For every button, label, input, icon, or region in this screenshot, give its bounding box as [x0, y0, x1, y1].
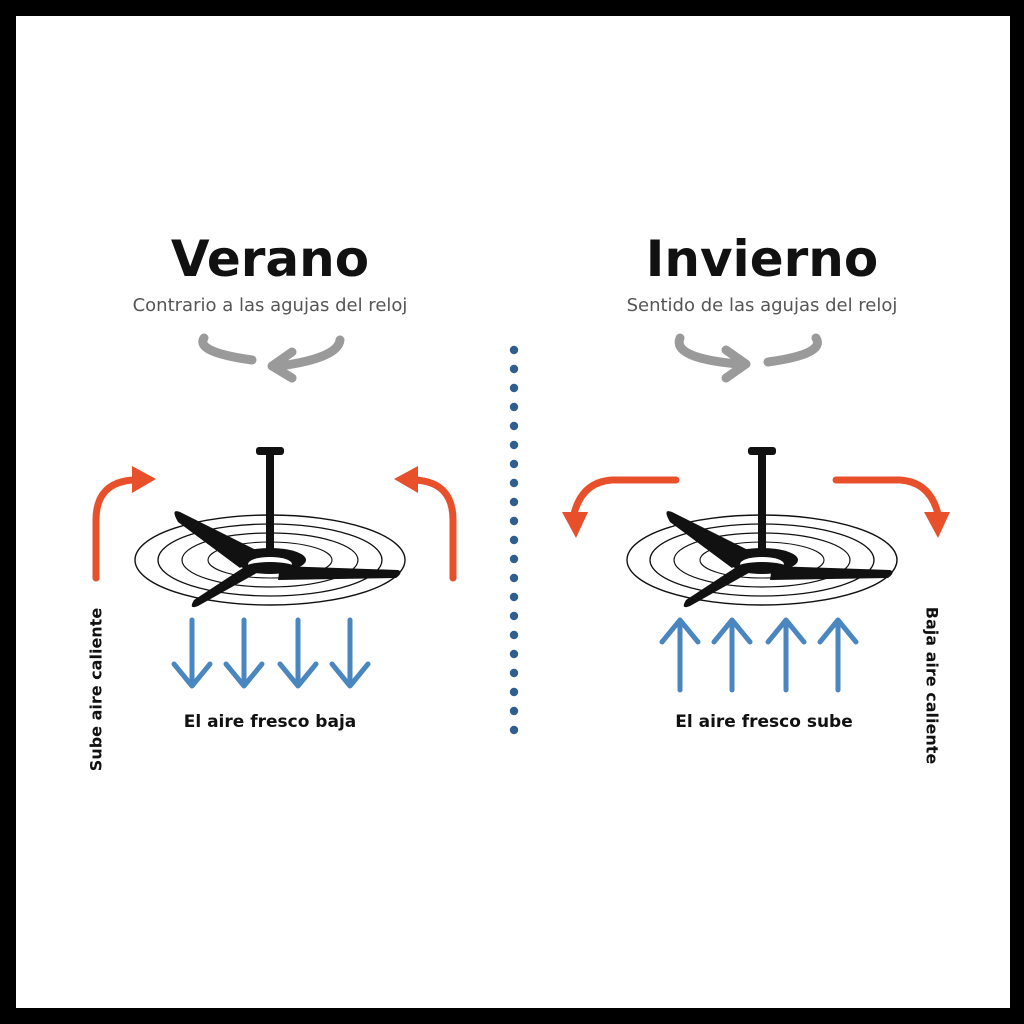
divider-dot	[509, 345, 519, 355]
divider-dot	[509, 630, 519, 640]
divider-dot	[509, 440, 519, 450]
cool-air-arrow-icon	[768, 620, 804, 690]
dotted-divider	[509, 345, 519, 735]
winter-title: Invierno	[645, 230, 879, 288]
ceiling-fan-icon	[134, 446, 406, 608]
divider-dot	[509, 554, 519, 564]
hot-air-arrow-icon	[570, 476, 680, 518]
divider-dot	[509, 706, 519, 716]
rotation-arrow-icon	[198, 333, 345, 383]
diagram-frame	[16, 16, 1010, 1008]
hot-air-arrow-icon	[832, 476, 942, 518]
hot-air-arrow-icon	[562, 512, 588, 538]
hot-air-arrow-icon	[92, 476, 138, 582]
winter-caption: El aire fresco sube	[675, 712, 853, 732]
summer-side-label: Sube aire caliente	[86, 607, 106, 772]
divider-dot	[509, 402, 519, 412]
summer-caption: El aire fresco baja	[183, 712, 357, 732]
hot-air-arrow-icon	[132, 466, 156, 493]
divider-dot	[509, 725, 519, 735]
divider-dot	[509, 497, 519, 507]
divider-dot	[509, 592, 519, 602]
summer-title: Verano	[170, 230, 370, 288]
divider-dot	[509, 383, 519, 393]
summer-subtitle: Contrario a las agujas del reloj	[132, 295, 408, 316]
divider-dot	[509, 687, 519, 697]
divider-dot	[509, 516, 519, 526]
divider-dot	[509, 668, 519, 678]
divider-dot	[509, 459, 519, 469]
rotation-arrow-icon	[674, 333, 822, 383]
divider-dot	[509, 364, 519, 374]
divider-dot	[509, 573, 519, 583]
divider-dot	[509, 421, 519, 431]
hot-air-arrow-icon	[924, 512, 950, 538]
hot-air-arrow-icon	[394, 466, 418, 493]
divider-dot	[509, 611, 519, 621]
winter-side-label: Baja aire caliente	[922, 606, 942, 765]
cool-air-arrow-icon	[714, 620, 750, 690]
divider-dot	[509, 535, 519, 545]
cool-air-arrow-icon	[280, 620, 316, 686]
divider-dot	[509, 649, 519, 659]
ceiling-fan-icon	[626, 446, 898, 608]
cool-air-arrow-icon	[226, 620, 262, 686]
divider-dot	[509, 478, 519, 488]
cool-air-arrow-icon	[174, 620, 210, 686]
cool-air-arrow-icon	[332, 620, 368, 686]
cool-air-arrow-icon	[662, 620, 698, 690]
cool-air-arrow-icon	[820, 620, 856, 690]
hot-air-arrow-icon	[411, 476, 457, 582]
winter-subtitle: Sentido de las agujas del reloj	[626, 295, 898, 316]
